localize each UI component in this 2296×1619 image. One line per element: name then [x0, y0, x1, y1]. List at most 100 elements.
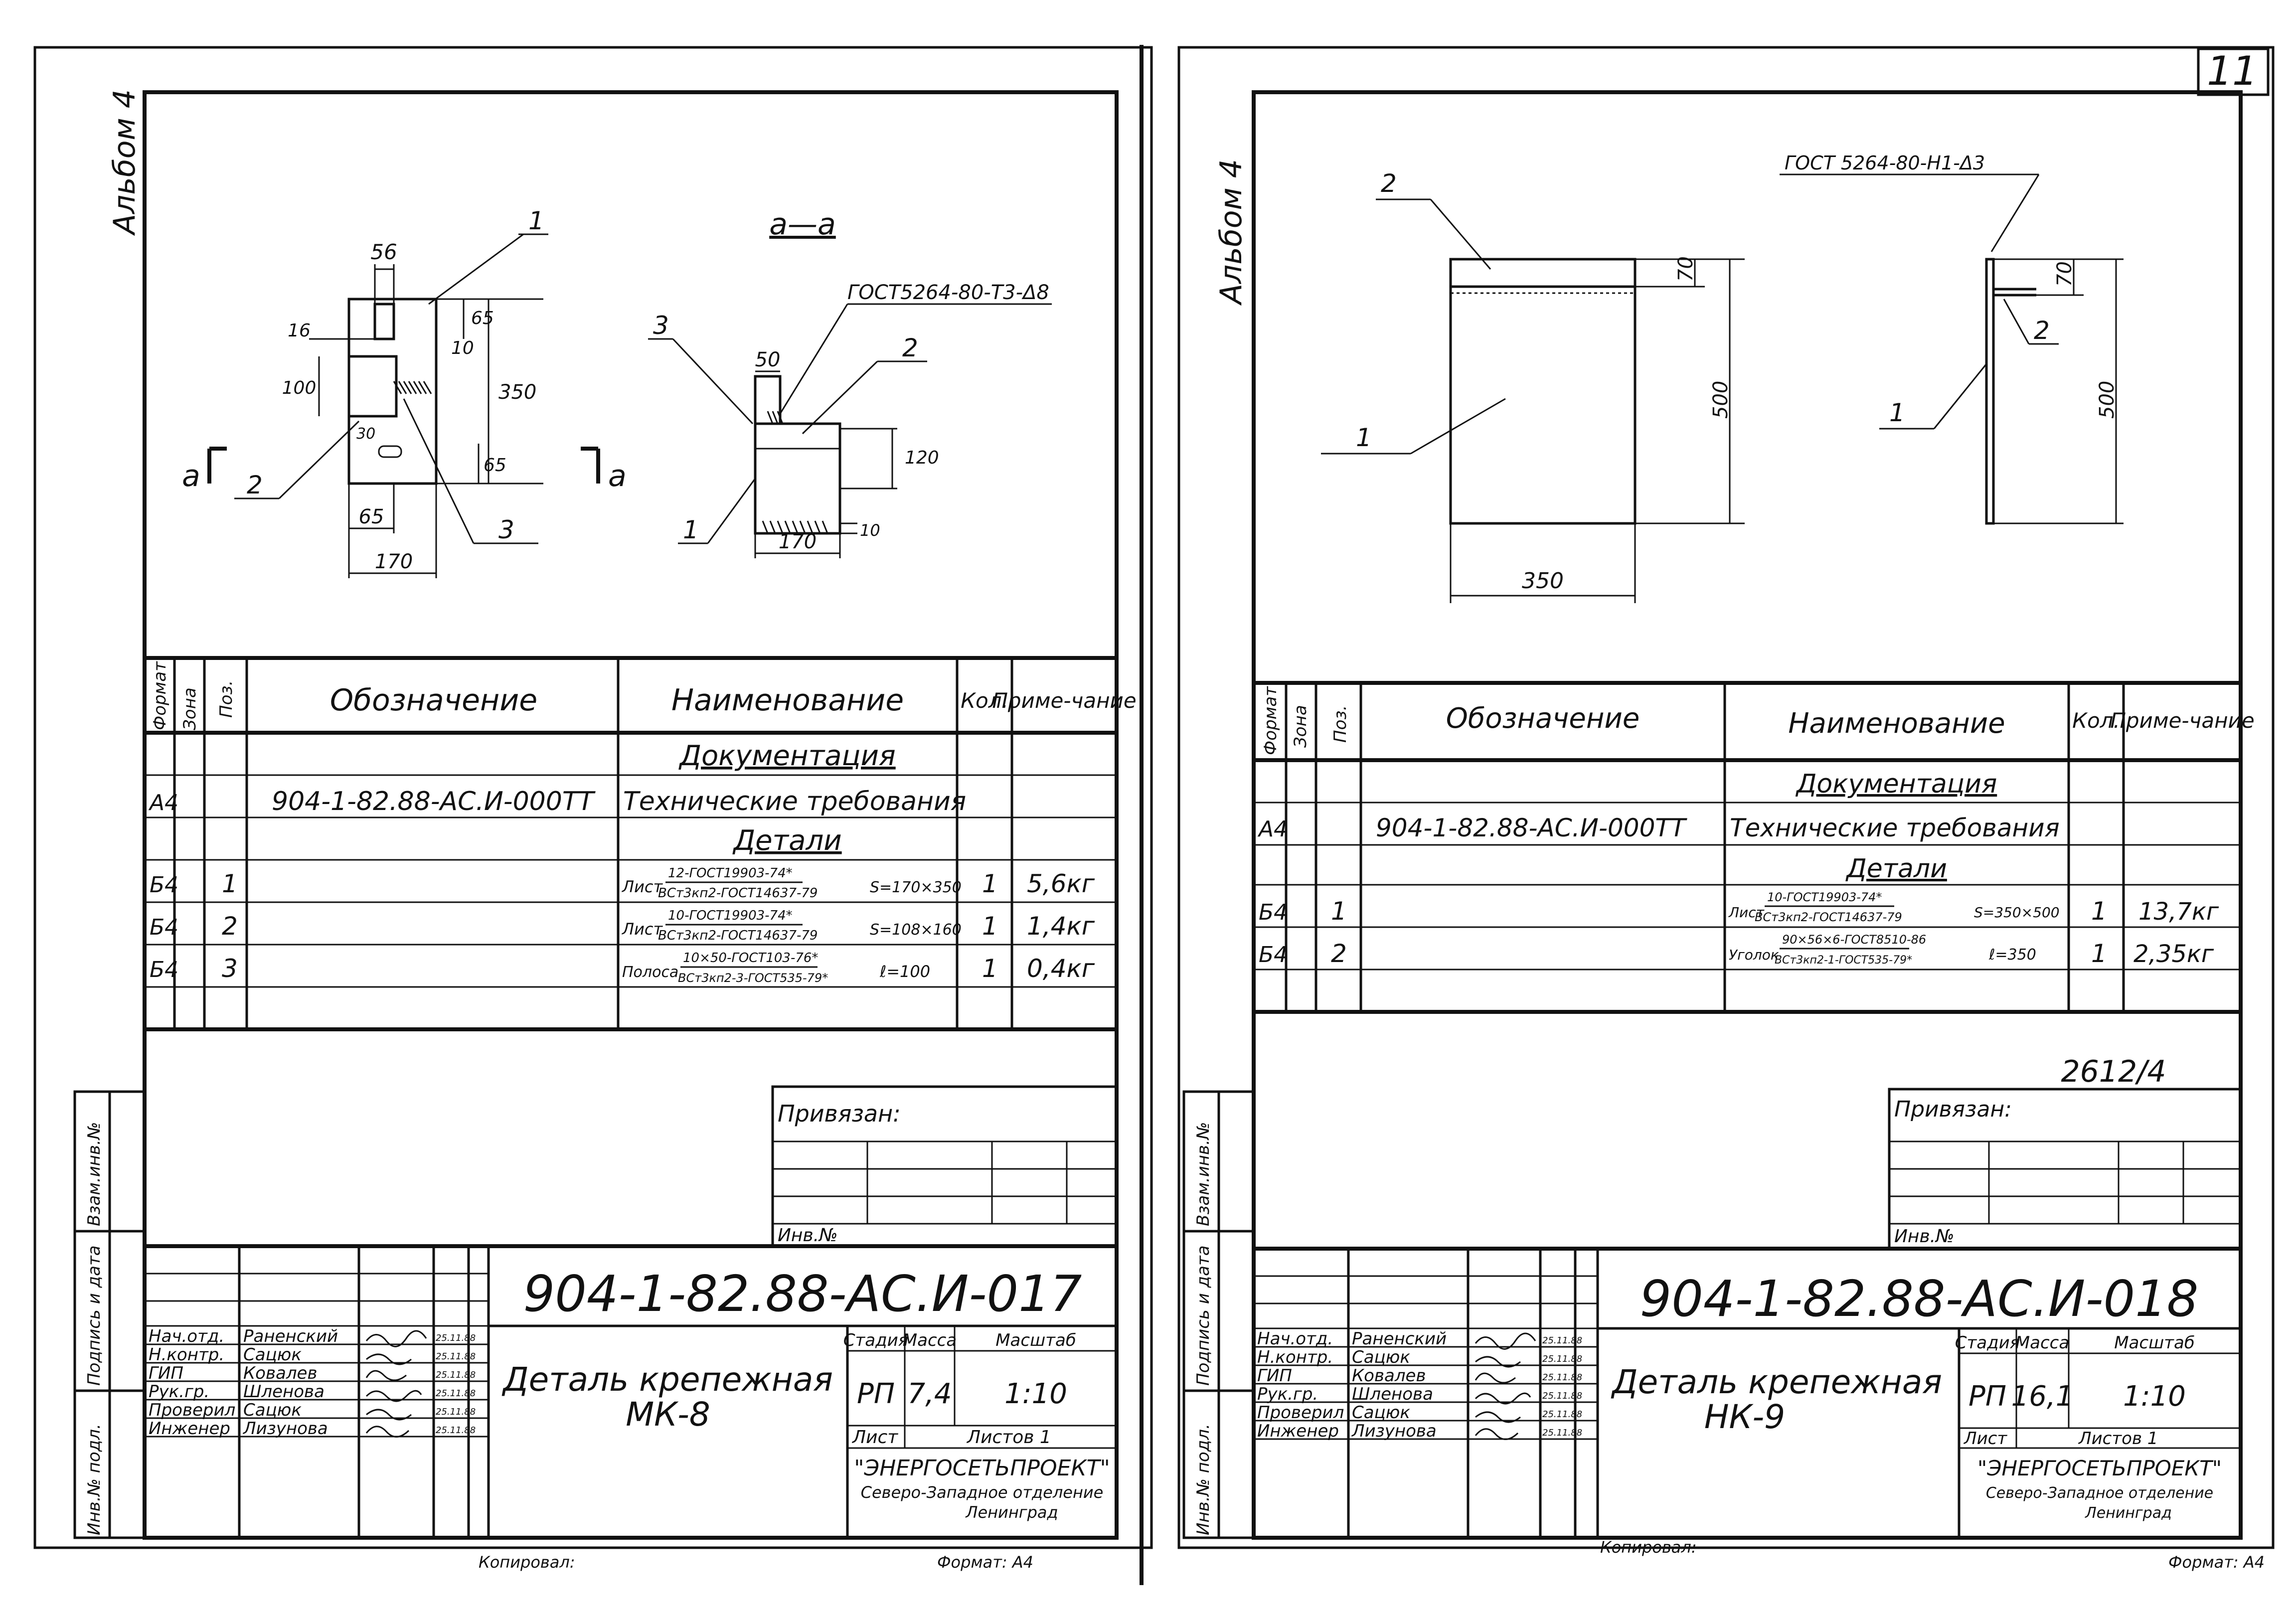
row-designation: 904-1-82.88-АС.И-000ТТ — [272, 787, 596, 816]
callout-2-section: 2 — [902, 333, 918, 362]
sheet-label: Лист — [1963, 1429, 2007, 1449]
role-label: ГИП — [1257, 1366, 1292, 1386]
album-label: Альбом 4 — [1214, 159, 1249, 306]
row-name: Лист — [622, 920, 663, 939]
row-qty: 1 — [982, 869, 998, 898]
row-name-extra: ℓ=350 — [1988, 946, 2036, 964]
copied-by: Копировал: — [479, 1553, 575, 1572]
title-block: 904-1-82.88-АС.И-017 Нач.отд. Н.контр. Г… — [143, 1244, 1119, 1540]
col-header-format: Формат — [150, 661, 170, 730]
row-note: 5,6кг — [1027, 869, 1095, 898]
part-mark: МК-8 — [626, 1395, 710, 1434]
bound-block: Привязан: Инв.№ — [771, 1085, 1118, 1248]
org-branch: Северо-Западное отделение — [861, 1483, 1104, 1502]
dim-50: 50 — [755, 348, 781, 371]
callout-1: 1 — [1356, 423, 1372, 452]
dim-65-bottom: 65 — [484, 455, 506, 476]
col-header-qty: Кол. — [2072, 708, 2120, 733]
role-label: Нач.отд. — [1257, 1329, 1333, 1349]
side-stamp: Взам.инв.№ Подпись и дата Инв.№ подл. — [73, 1090, 146, 1539]
person-name: Сацюк — [1352, 1403, 1410, 1423]
role-label: Рук.гр. — [149, 1382, 209, 1402]
sign-date: 25.11.88 — [436, 1351, 476, 1362]
sign-date: 25.11.88 — [1542, 1335, 1582, 1346]
mass-label: Масса — [2015, 1333, 2069, 1353]
inv-label: Инв.№ — [1894, 1226, 1955, 1247]
dim-70-side: 70 — [2053, 261, 2076, 287]
scale-label: Масштаб — [2114, 1333, 2195, 1353]
archive-mark: 2612/4 — [2061, 1054, 2166, 1089]
role-label: ГИП — [149, 1363, 183, 1383]
row-format: Б4 — [150, 957, 178, 982]
row-pos: 1 — [222, 869, 238, 898]
person-name: Шленова — [243, 1382, 325, 1402]
sheets-count: Листов 1 — [2078, 1429, 2158, 1449]
role-label: Инженер — [1257, 1421, 1339, 1441]
row-pos: 3 — [222, 954, 238, 983]
row-name-bottom: ВСт3кп2-ГОСТ14637-79 — [1755, 910, 1902, 924]
role-label: Проверил — [149, 1400, 235, 1420]
row-name-top: 10-ГОСТ19903-74* — [1767, 890, 1882, 904]
sign-date: 25.11.88 — [436, 1370, 476, 1380]
org-city: Ленинград — [965, 1503, 1058, 1522]
dim-500: 500 — [1709, 381, 1732, 419]
sheet-label: Лист — [851, 1427, 898, 1448]
org-branch: Северо-Западное отделение — [1986, 1484, 2213, 1502]
row-format: Б4 — [150, 872, 178, 898]
row-qty: 1 — [2091, 897, 2107, 926]
page-number: 11 — [2207, 48, 2258, 94]
col-header-qty: Кол. — [961, 688, 1008, 713]
org-name: "ЭНЕРГОСЕТЬПРОЕКТ" — [854, 1456, 1110, 1481]
weld-hatch — [393, 381, 432, 394]
row-name-extra: S=170×350 — [870, 879, 962, 896]
col-header-designation: Обозначение — [330, 683, 537, 718]
row-name: Лист — [1728, 904, 1765, 921]
row-name-bottom: ВСт3кп2-1-ГОСТ535-79* — [1775, 954, 1912, 967]
role-label: Нач.отд. — [149, 1326, 224, 1346]
row-name: Лист — [622, 877, 663, 896]
sheet-2: Альбом 4 2612/4 70 500 350 2 1 — [1182, 90, 2265, 1572]
row-qty: 1 — [982, 912, 998, 941]
section-label: а—а — [769, 207, 836, 242]
plate-side-view: ГОСТ 5264-80-Н1-Δ3 70 500 2 1 — [1780, 152, 2124, 525]
col-header-note: Приме-чание — [2110, 708, 2254, 733]
part-title: Деталь крепежная — [501, 1360, 833, 1399]
scale-label: Масштаб — [995, 1330, 1076, 1350]
weld-hatch — [762, 411, 828, 534]
cut-mark-right: а — [608, 459, 627, 493]
part-front-view: 56 16 65 10 100 350 30 65 65 170 1 2 3 а… — [182, 206, 627, 578]
dim-30: 30 — [356, 425, 375, 443]
sign-date: 25.11.88 — [1542, 1409, 1582, 1420]
row-qty: 1 — [2091, 939, 2107, 968]
stage-value: РП — [857, 1378, 895, 1410]
row-name: Уголок — [1729, 947, 1779, 963]
callout-1-section: 1 — [683, 515, 699, 544]
role-label: Инженер — [149, 1419, 230, 1439]
row-name-bottom: ВСт3кп2-ГОСТ14637-79 — [658, 886, 818, 901]
dim-500-side: 500 — [2096, 381, 2119, 419]
row-note: 1,4кг — [1027, 912, 1095, 941]
role-label: Н.контр. — [149, 1345, 224, 1365]
format-label: Формат: А4 — [937, 1553, 1033, 1572]
col-header-pos: Поз. — [1330, 705, 1350, 743]
row-name-extra: S=108×160 — [870, 921, 962, 939]
row-name: Технические требования — [1730, 813, 2060, 842]
row-format: А4 — [148, 790, 178, 815]
dim-170-section: 170 — [779, 530, 817, 553]
dim-120: 120 — [905, 448, 939, 468]
bound-block: Привязан: Инв.№ — [1888, 1088, 2242, 1250]
section-view: а—а — [648, 207, 1052, 558]
sheet-1: Альбом 4 — [73, 89, 1137, 1572]
cut-mark-left: а — [182, 459, 200, 493]
col-header-name: Наименование — [1788, 707, 2005, 740]
person-name: Раненский — [243, 1326, 338, 1346]
mass-label: Масса — [903, 1330, 957, 1350]
stamp-original-inv: Инв.№ подл. — [84, 1424, 104, 1535]
section-details: Детали — [732, 824, 841, 857]
callout-3-section: 3 — [653, 311, 669, 340]
section-docs: Документация — [1796, 769, 1997, 799]
stamp-replace-inv: Взам.инв.№ — [1193, 1122, 1213, 1226]
org-city: Ленинград — [2085, 1504, 2172, 1522]
row-name-top: 10×50-ГОСТ103-76* — [683, 951, 818, 966]
